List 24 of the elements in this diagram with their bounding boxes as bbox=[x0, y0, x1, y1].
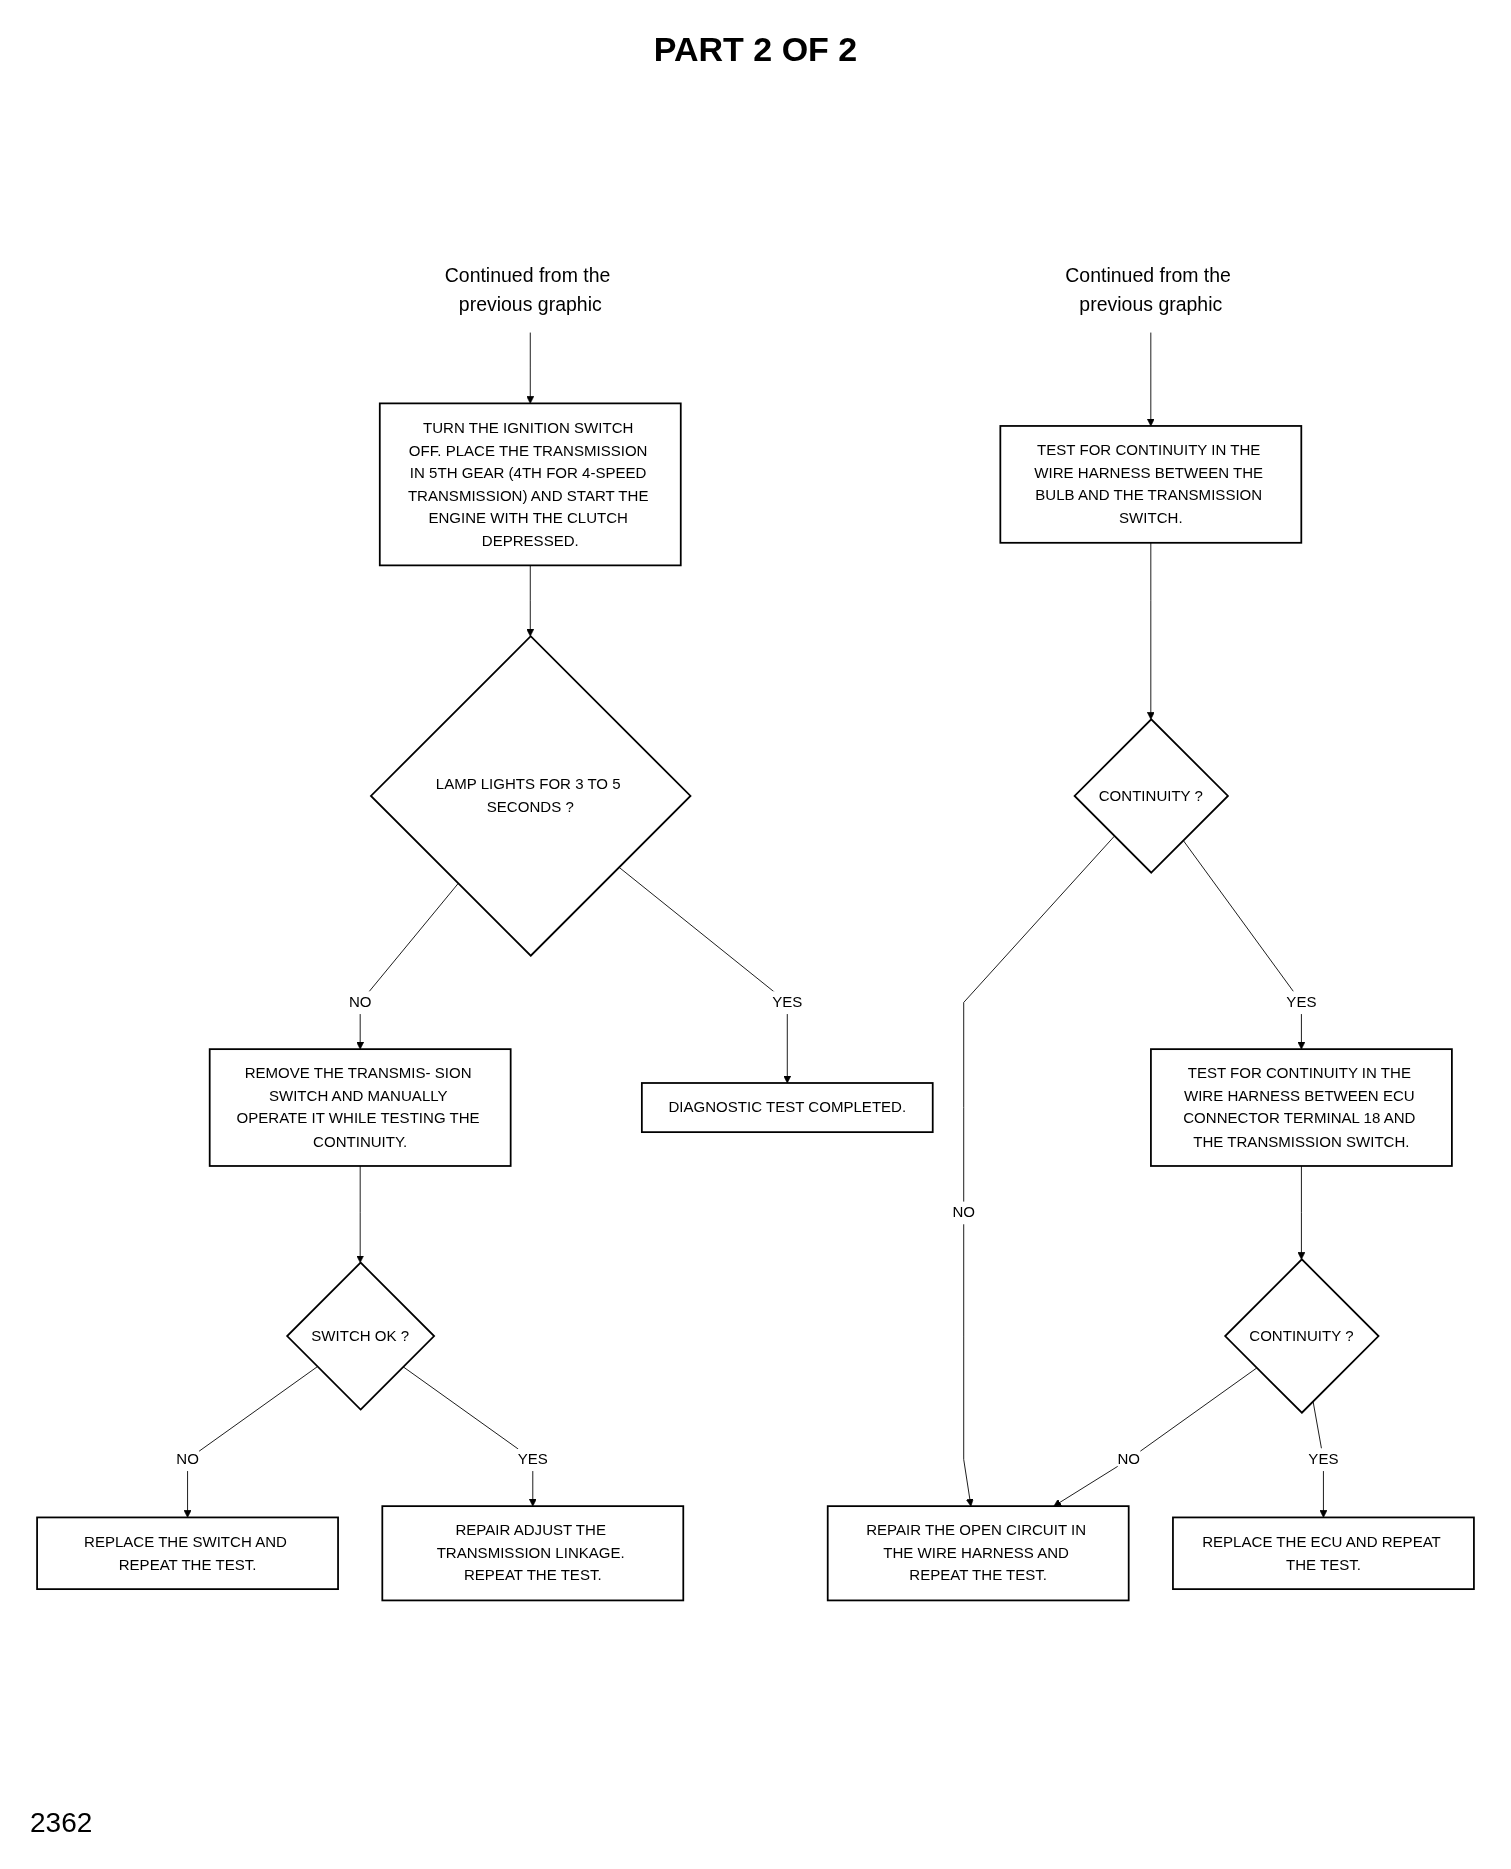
decision-diamond: LAMP LIGHTS FOR 3 TO 5 SECONDS ? bbox=[369, 634, 692, 957]
decision-diamond: SWITCH OK ? bbox=[285, 1261, 436, 1411]
process-box: REPAIR ADJUST THE TRANSMISSION LINKAGE. REPEAT THE TEST. bbox=[381, 1505, 685, 1602]
process-box: TEST FOR CONTINUITY IN THE WIRE HARNESS BETWEEN ECU CONNECTOR TERMINAL 18 AND THE TRANSMISSION SWITCH. bbox=[1150, 1048, 1453, 1167]
decision-diamond: CONTINUITY ? bbox=[1223, 1258, 1380, 1414]
process-box: TEST FOR CONTINUITY IN THE WIRE HARNESS BETWEEN THE BULB AND THE TRANSMISSION SWITCH. bbox=[999, 425, 1303, 544]
figure-number: 2362 bbox=[30, 1807, 93, 1839]
process-box: DIAGNOSTIC TEST COMPLETED. bbox=[640, 1082, 934, 1133]
edge-label: YES bbox=[1286, 991, 1317, 1014]
edge-label: YES bbox=[1308, 1448, 1339, 1471]
process-box: TURN THE IGNITION SWITCH OFF. PLACE THE TRANSMISSION IN 5TH GEAR (4TH FOR 4-SPEED TRANSMISSION) AND START THE ENGINE WITH THE CLUTCH DEPRESSED. bbox=[378, 402, 682, 567]
note-text: Continued from the previous graphic bbox=[444, 264, 611, 316]
edge-label: YES bbox=[517, 1448, 548, 1471]
process-box: REMOVE THE TRANSMIS- SION SWITCH AND MANUALLY OPERATE IT WHILE TESTING THE CONTINUITY. bbox=[208, 1048, 512, 1167]
edge-label: NO bbox=[952, 1201, 975, 1224]
note-text: Continued from the previous graphic bbox=[1065, 264, 1231, 316]
edge-label: NO bbox=[348, 991, 372, 1014]
edge-label: YES bbox=[772, 991, 803, 1014]
title: PART 2 OF 2 bbox=[653, 30, 858, 69]
process-box: REPLACE THE ECU AND REPEAT THE TEST. bbox=[1172, 1516, 1475, 1590]
decision-diamond: CONTINUITY ? bbox=[1073, 718, 1230, 874]
process-box: REPAIR THE OPEN CIRCUIT IN THE WIRE HARNESS AND REPEAT THE TEST. bbox=[826, 1505, 1130, 1602]
process-box: REPLACE THE SWITCH AND REPEAT THE TEST. bbox=[36, 1516, 339, 1590]
edge-label: NO bbox=[176, 1448, 199, 1471]
